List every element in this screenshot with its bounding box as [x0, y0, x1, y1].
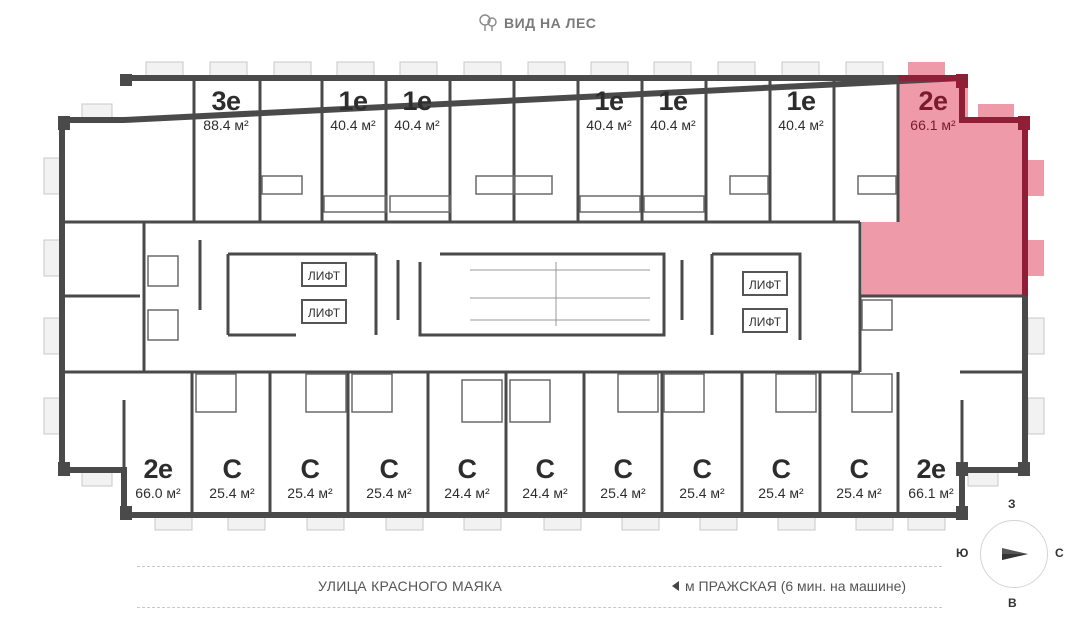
- apartment-type: С: [692, 454, 713, 484]
- apartment-area: 25.4 м²: [836, 485, 882, 501]
- apartment-area: 40.4 м²: [586, 117, 632, 133]
- direction-arrow-icon: [672, 581, 679, 591]
- apartment-type: 1е: [402, 86, 432, 116]
- apartment-type: 3е: [211, 86, 241, 116]
- lift-label: ЛИФТ: [301, 299, 347, 324]
- apartment-type: С: [535, 454, 556, 484]
- apartment-top-6[interactable]: 1е 40.4 м²: [770, 86, 832, 134]
- apartment-type: С: [849, 454, 870, 484]
- apartment-area: 24.4 м²: [522, 485, 568, 501]
- apartment-type: С: [613, 454, 634, 484]
- apartment-bottom-3[interactable]: С 25.4 м²: [272, 454, 348, 502]
- apartment-area: 25.4 м²: [287, 485, 333, 501]
- apartment-type: 2е: [916, 454, 946, 484]
- apartment-area: 24.4 м²: [444, 485, 490, 501]
- compass-arrow-icon: [1002, 548, 1028, 560]
- apartment-bottom-2[interactable]: С 25.4 м²: [194, 454, 270, 502]
- apartment-bottom-9[interactable]: С 25.4 м²: [742, 454, 820, 502]
- apartment-type: С: [457, 454, 478, 484]
- apartment-area: 40.4 м²: [394, 117, 440, 133]
- compass-bottom-label: В: [1008, 596, 1017, 610]
- apartment-area: 40.4 м²: [778, 117, 824, 133]
- apartment-area: 88.4 м²: [203, 117, 249, 133]
- view-label: ВИД НА ЛЕС: [478, 14, 596, 32]
- apartment-top-1[interactable]: 3е 88.4 м²: [192, 86, 260, 134]
- apartment-area: 25.4 м²: [758, 485, 804, 501]
- apartment-type: 1е: [658, 86, 688, 116]
- apartment-area: 25.4 м²: [209, 485, 255, 501]
- apartment-bottom-7[interactable]: С 25.4 м²: [584, 454, 662, 502]
- apartment-type: 1е: [338, 86, 368, 116]
- street-border-top: [137, 566, 942, 567]
- apartment-top-5[interactable]: 1е 40.4 м²: [642, 86, 704, 134]
- apartment-area: 66.0 м²: [135, 485, 181, 501]
- apartment-type: С: [222, 454, 243, 484]
- apartment-type: 2е: [143, 454, 173, 484]
- metro-text: м ПРАЖСКАЯ (6 мин. на машине): [685, 578, 907, 594]
- apartment-area: 25.4 м²: [600, 485, 646, 501]
- apartment-area: 25.4 м²: [679, 485, 725, 501]
- apartment-area: 25.4 м²: [366, 485, 412, 501]
- street-border-bottom: [137, 607, 942, 608]
- apartment-area: 40.4 м²: [650, 117, 696, 133]
- view-label-text: ВИД НА ЛЕС: [504, 15, 597, 31]
- apartment-bottom-11[interactable]: 2е 66.1 м²: [898, 454, 964, 502]
- apartment-bottom-4[interactable]: С 25.4 м²: [350, 454, 428, 502]
- compass: [980, 520, 1048, 588]
- apartment-bottom-6[interactable]: С 24.4 м²: [506, 454, 584, 502]
- street-name: УЛИЦА КРАСНОГО МАЯКА: [318, 578, 503, 594]
- lift-label: ЛИФТ: [742, 271, 788, 296]
- apartment-type: С: [379, 454, 400, 484]
- apartment-type: 1е: [786, 86, 816, 116]
- apartment-bottom-10[interactable]: С 25.4 м²: [820, 454, 898, 502]
- apartment-area: 66.1 м²: [910, 117, 956, 133]
- apartment-top-selected[interactable]: 2е 66.1 м²: [898, 86, 968, 134]
- apartment-top-4[interactable]: 1е 40.4 м²: [578, 86, 640, 134]
- lift-label: ЛИФТ: [301, 262, 347, 287]
- selected-apartment-highlight[interactable]: [862, 62, 1044, 296]
- apartment-bottom-5[interactable]: С 24.4 м²: [428, 454, 506, 502]
- apartment-area: 66.1 м²: [908, 485, 954, 501]
- tree-icon: [479, 14, 497, 31]
- apartment-area: 40.4 м²: [330, 117, 376, 133]
- apartment-type: С: [771, 454, 792, 484]
- metro-info: м ПРАЖСКАЯ (6 мин. на машине): [672, 578, 906, 594]
- apartment-top-2[interactable]: 1е 40.4 м²: [322, 86, 384, 134]
- apartment-type: 1е: [594, 86, 624, 116]
- lift-label: ЛИФТ: [742, 308, 788, 333]
- compass-left-label: Ю: [956, 546, 969, 560]
- compass-right-label: С: [1055, 546, 1064, 560]
- apartment-top-3[interactable]: 1е 40.4 м²: [386, 86, 448, 134]
- apartment-bottom-8[interactable]: С 25.4 м²: [662, 454, 742, 502]
- apartment-type: С: [300, 454, 321, 484]
- compass-top-label: З: [1008, 497, 1016, 511]
- apartment-bottom-1[interactable]: 2е 66.0 м²: [124, 454, 192, 502]
- apartment-type: 2е: [918, 86, 948, 116]
